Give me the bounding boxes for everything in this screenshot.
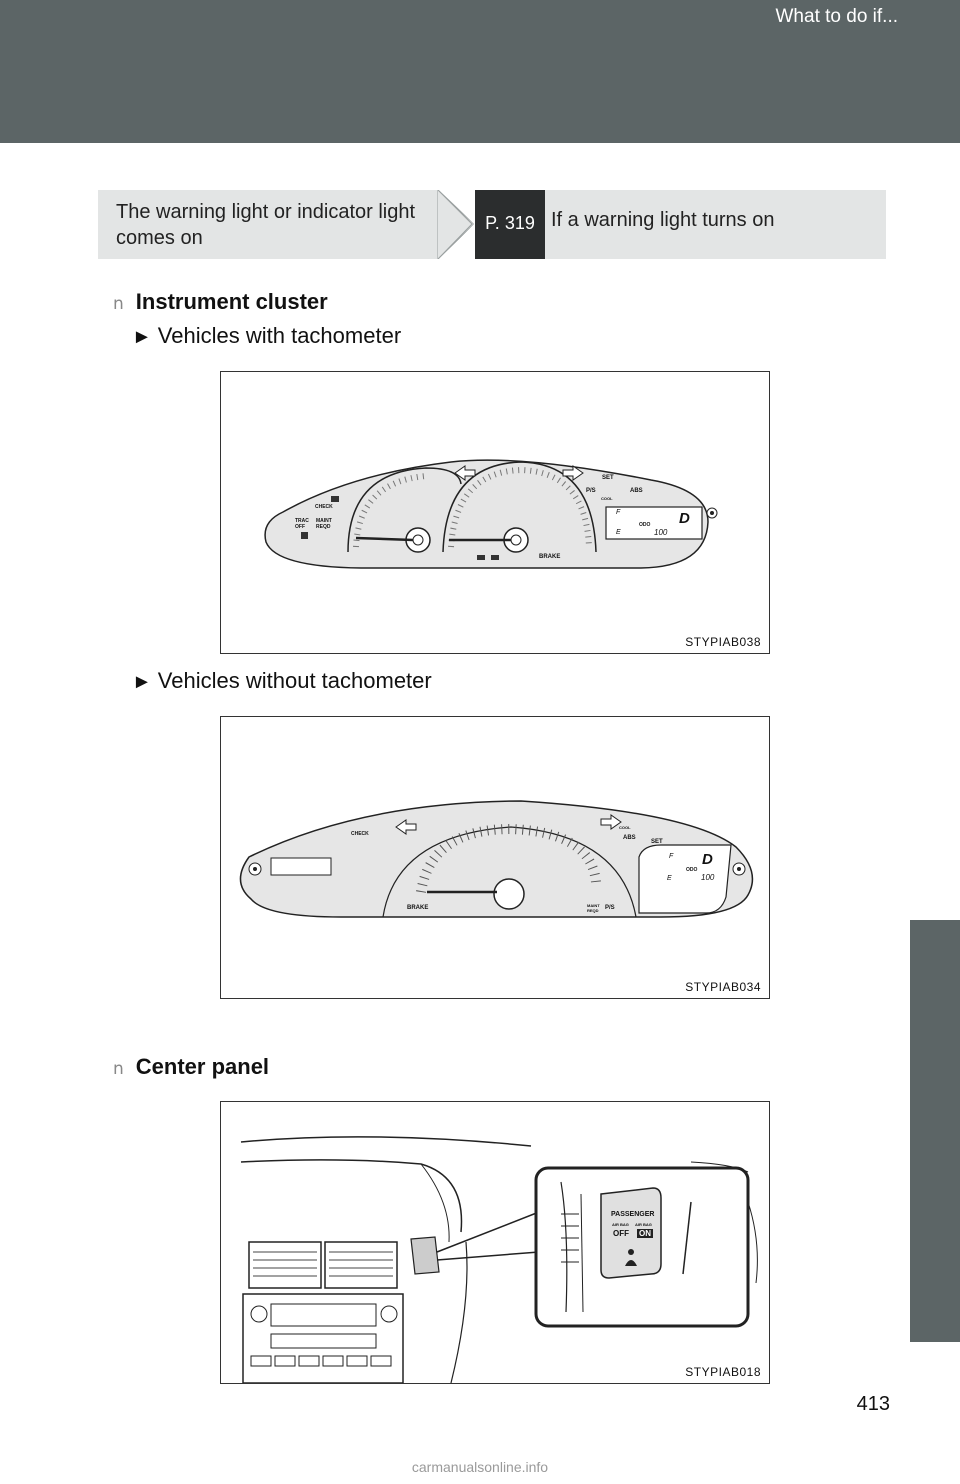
figure-code: STYPIAB034 — [685, 980, 761, 994]
airbag-right-label: AIR BAG — [635, 1222, 652, 1227]
figure-code: STYPIAB038 — [685, 635, 761, 649]
label-set: SET — [602, 475, 614, 481]
subheading-with-tachometer: ►Vehicles with tachometer — [132, 323, 401, 349]
xref-action-text: If a warning light turns on — [551, 209, 775, 231]
label-fuel-f: F — [669, 853, 674, 860]
figure-code: STYPIAB018 — [685, 1365, 761, 1379]
label-odo: ODO — [686, 867, 698, 873]
airbag-left-label: AIR BAG — [612, 1222, 629, 1227]
subheading-without-tachometer: ►Vehicles without tachometer — [132, 668, 432, 694]
label-trac-off: TRAC OFF — [295, 518, 309, 530]
subheading-text: Vehicles with tachometer — [157, 323, 402, 348]
airbag-on-label: ON — [637, 1229, 653, 1238]
label-check: CHECK — [315, 504, 333, 510]
airbag-off-label: OFF — [613, 1229, 629, 1238]
label-set: SET — [651, 839, 663, 845]
xref-condition-box: The warning light or indicator light com… — [98, 190, 470, 259]
label-odo-value: 100 — [701, 873, 715, 882]
section-heading-center-panel: n Center panel — [113, 1054, 269, 1080]
label-maint-reqd: MAINT REQD — [587, 903, 600, 913]
section-bullet: n — [113, 294, 124, 314]
label-fuel-e: E — [667, 875, 672, 882]
triangle-bullet-icon: ► — [132, 671, 152, 693]
label-maint-reqd: MAINT REQD — [316, 518, 332, 530]
xref-page-link[interactable]: P. 319 — [475, 190, 545, 259]
cross-reference-bar: The warning light or indicator light com… — [98, 190, 886, 259]
figure-cluster-without-tachometer: CHECK COOL ABS SET BRAKE MAINT REQD P/S … — [220, 716, 770, 999]
xref-action-box: If a warning light turns on — [545, 190, 886, 259]
label-ps: P/S — [586, 488, 596, 494]
section-heading-instrument-cluster: n Instrument cluster — [113, 289, 328, 315]
label-brake: BRAKE — [539, 554, 561, 560]
section-title: Center panel — [135, 1054, 270, 1079]
section-bullet: n — [113, 1059, 124, 1079]
subheading-text: Vehicles without tachometer — [157, 668, 432, 693]
label-fuel-e: E — [616, 529, 621, 536]
xref-arrow-icon — [437, 190, 475, 259]
label-abs: ABS — [623, 835, 636, 841]
xref-condition-text: The warning light or indicator light com… — [116, 201, 416, 249]
label-abs: ABS — [630, 488, 643, 494]
center-panel-illustration — [240, 1136, 758, 1383]
label-check: CHECK — [351, 831, 369, 837]
figure-center-panel: PASSENGER AIR BAG AIR BAG OFF ON STYPIAB… — [220, 1101, 770, 1384]
page-header: What to do if... — [0, 0, 960, 143]
cluster-tachometer-illustration — [264, 459, 718, 569]
cluster-speedometer-illustration — [239, 800, 754, 918]
figure-cluster-with-tachometer: CHECK TRAC OFF MAINT REQD P/S SET ABS CO… — [220, 371, 770, 654]
label-cool: COOL — [601, 496, 613, 501]
chapter-title: What to do if... — [775, 6, 899, 27]
chapter-side-tab — [910, 920, 960, 1342]
triangle-bullet-icon: ► — [132, 326, 152, 348]
label-ps: P/S — [605, 905, 615, 911]
watermark: carmanualsonline.info — [411, 1459, 549, 1475]
label-brake: BRAKE — [407, 905, 429, 911]
label-odo: ODO — [639, 522, 651, 528]
section-title: Instrument cluster — [135, 289, 328, 314]
label-gear: D — [679, 510, 690, 527]
label-odo-value: 100 — [654, 528, 668, 537]
page-number: 413 — [856, 1393, 890, 1415]
label-cool: COOL — [619, 825, 631, 830]
airbag-passenger-label: PASSENGER — [611, 1211, 655, 1218]
label-fuel-f: F — [616, 509, 621, 516]
label-gear: D — [702, 851, 713, 868]
